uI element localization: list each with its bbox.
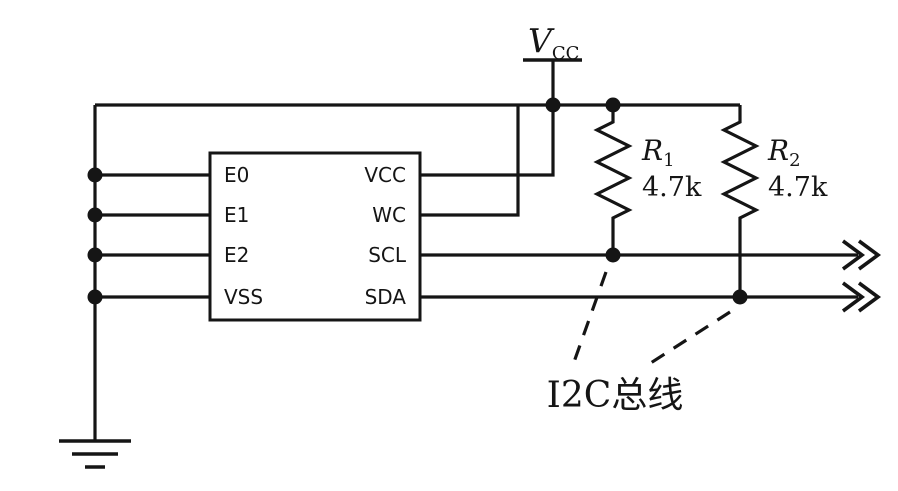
ic-pin-labels: E0 E1 E2 VSS VCC WC SCL SDA bbox=[224, 163, 407, 309]
wires bbox=[93, 60, 858, 441]
resistor-r2 bbox=[720, 105, 760, 297]
r1-label: R1 bbox=[641, 134, 675, 171]
junction-dot bbox=[545, 97, 561, 113]
pin-label-scl: SCL bbox=[368, 243, 407, 267]
pin-label-e2: E2 bbox=[224, 243, 249, 267]
wire-vcc-pin bbox=[420, 105, 555, 177]
r2-label: R2 bbox=[767, 134, 801, 171]
pin-label-e1: E1 bbox=[224, 203, 249, 227]
junction-dot bbox=[732, 289, 748, 305]
callout-dashed-line-scl bbox=[572, 271, 608, 363]
chevron bbox=[841, 239, 866, 271]
resistor-labels: R1 4.7k R2 4.7k bbox=[641, 134, 828, 203]
wire-wc-pin bbox=[420, 105, 520, 217]
i2c-bus-callout: I2C总线 bbox=[547, 271, 731, 416]
pin-label-vss: VSS bbox=[224, 285, 263, 309]
junction-dot bbox=[87, 247, 103, 263]
junction-dot bbox=[87, 289, 103, 305]
junction-dot bbox=[605, 97, 621, 113]
resistor-r2-zigzag bbox=[720, 105, 760, 297]
vcc-supply-symbol: VCC bbox=[523, 21, 582, 64]
i2c-bus-label: I2C总线 bbox=[547, 375, 684, 416]
pin-label-e0: E0 bbox=[224, 163, 249, 187]
scl-bus-arrow-icon bbox=[841, 239, 882, 271]
chevron bbox=[857, 281, 882, 313]
chevron bbox=[841, 281, 866, 313]
r2-value: 4.7k bbox=[768, 172, 828, 203]
chevron bbox=[857, 239, 882, 271]
junction-dots bbox=[87, 97, 748, 305]
callout-dashed-line-sda bbox=[645, 310, 731, 368]
vcc-label: VCC bbox=[528, 21, 579, 64]
pin-label-wc: WC bbox=[372, 203, 406, 227]
sda-bus-arrow-icon bbox=[841, 281, 882, 313]
junction-dot bbox=[87, 207, 103, 223]
ground-symbol-icon bbox=[59, 439, 131, 469]
junction-dot bbox=[87, 167, 103, 183]
pin-label-vcc: VCC bbox=[364, 163, 406, 187]
junction-dot bbox=[605, 247, 621, 263]
ic-body bbox=[208, 151, 422, 322]
resistor-r1-zigzag bbox=[593, 105, 633, 255]
resistor-r1 bbox=[593, 105, 633, 255]
pin-label-sda: SDA bbox=[365, 285, 407, 309]
r1-value: 4.7k bbox=[642, 172, 702, 203]
bus-arrows bbox=[841, 239, 882, 313]
